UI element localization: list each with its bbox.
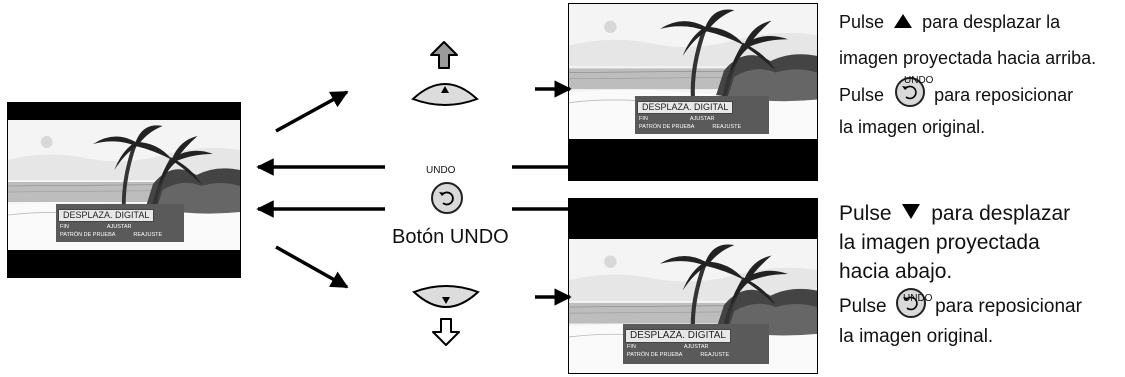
- triangle-down-icon: [442, 297, 450, 304]
- osd-reset: REAJUSTE: [700, 352, 730, 358]
- osd-title: DESPLAZA. DIGITAL: [625, 329, 731, 343]
- osd-reset: REAJUSTE: [712, 124, 742, 130]
- osd-test-pattern: PATRÓN DE PRUEBA: [639, 124, 695, 130]
- top-instructions: Pulse para desplazar la imagen proyectad…: [839, 10, 1096, 144]
- arrow-to-down: [275, 245, 349, 289]
- osd-fin: FIN: [60, 224, 69, 230]
- osd-test-pattern: PATRÓN DE PRUEBA: [627, 352, 683, 358]
- bottom-line-3: hacia abajo.: [839, 260, 953, 283]
- osd-title: DESPLAZA. DIGITAL: [58, 209, 155, 222]
- osd-menu: DESPLAZA. DIGITAL FIN AJUSTAR PATRÓN DE P…: [56, 204, 184, 242]
- osd-menu: DESPLAZA. DIGITAL FIN AJUSTAR PATRÓN DE P…: [635, 96, 769, 134]
- undo-button-icon: [895, 77, 926, 107]
- osd-test-pattern: PATRÓN DE PRUEBA: [60, 232, 116, 238]
- osd-fin: FIN: [627, 344, 636, 350]
- down-arrow-icon: [432, 318, 460, 346]
- triangle-down-icon: [902, 204, 921, 219]
- top-line-2: imagen proyectada hacia arriba.: [839, 48, 1097, 68]
- bottom-line-5: la imagen original.: [839, 326, 994, 347]
- arrow-to-up: [275, 90, 349, 133]
- triangle-up-icon: [894, 14, 913, 28]
- undo-small-label: UNDO: [426, 165, 456, 176]
- shifted-down-screen: DESPLAZA. DIGITAL FIN AJUSTAR PATRÓN DE P…: [568, 198, 818, 374]
- osd-ajustar: AJUSTAR: [689, 116, 715, 122]
- undo-button-icon: [895, 288, 926, 318]
- top-line-3: UNDO Pulse para reposicionar: [839, 75, 1096, 110]
- osd-fin: FIN: [639, 116, 648, 122]
- up-key-icon[interactable]: [409, 73, 481, 109]
- shifted-up-screen: DESPLAZA. DIGITAL FIN AJUSTAR PATRÓN DE P…: [568, 3, 818, 181]
- up-arrow-icon: [430, 41, 458, 69]
- triangle-up-icon: [441, 86, 449, 93]
- undo-button-caption: Botón UNDO: [392, 226, 509, 248]
- undo-button-icon[interactable]: [431, 182, 463, 214]
- osd-menu: DESPLAZA. DIGITAL FIN AJUSTAR PATRÓN DE P…: [623, 324, 769, 364]
- original-screen: DESPLAZA. DIGITAL FIN AJUSTAR PATRÓN DE P…: [7, 102, 241, 278]
- down-key-icon[interactable]: [410, 282, 482, 318]
- top-line-1: Pulse para desplazar la: [839, 12, 1061, 32]
- undo-label: UNDO: [904, 75, 934, 86]
- bottom-line-1: Pulse para desplazar: [839, 202, 1071, 225]
- bottom-instructions: Pulse para desplazar la imagen proyectad…: [839, 200, 1082, 354]
- bottom-line-2: la imagen proyectada: [839, 231, 1040, 254]
- osd-ajustar: AJUSTAR: [683, 344, 709, 350]
- top-line-4: la imagen original.: [839, 117, 986, 137]
- bottom-line-4: UNDO Pulse para reposicionar: [839, 287, 1082, 324]
- undo-label: UNDO: [903, 293, 933, 304]
- osd-ajustar: AJUSTAR: [106, 224, 132, 230]
- osd-title: DESPLAZA. DIGITAL: [637, 101, 734, 114]
- osd-reset: REAJUSTE: [133, 232, 163, 238]
